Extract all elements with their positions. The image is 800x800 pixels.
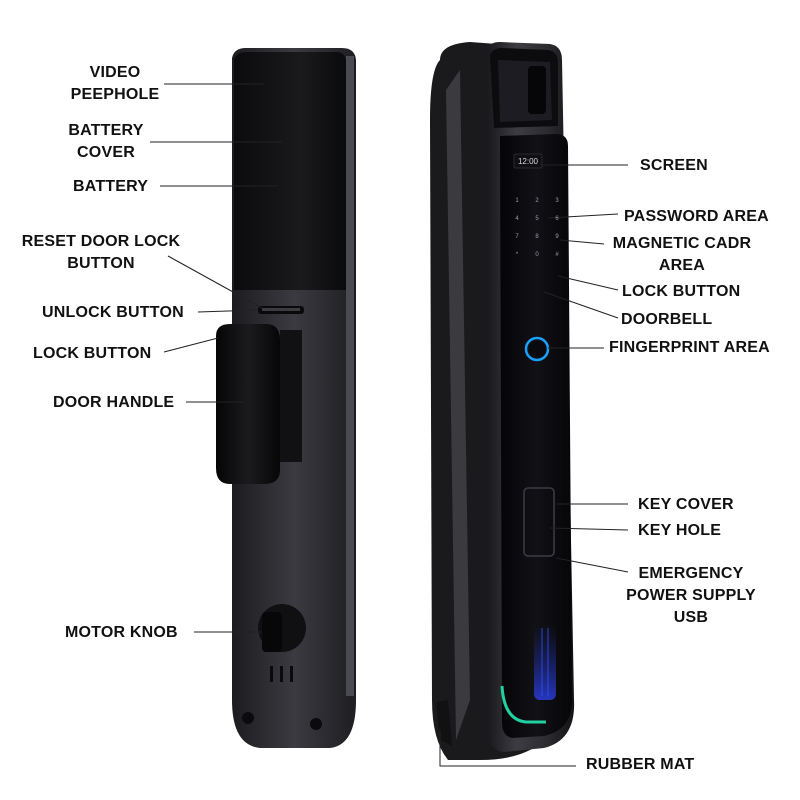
label-magnetic-card-area: MAGNETIC CADR AREA — [612, 235, 752, 274]
usb-glow — [534, 624, 556, 700]
front-panel — [430, 42, 575, 760]
keypad-key-6: 7 — [515, 234, 519, 240]
keypad-key-3: 4 — [515, 216, 519, 222]
label-video-peephole: VIDEO PEEPHOLE — [70, 64, 160, 103]
label-battery-cover: BATTERY COVER — [68, 122, 144, 161]
label-reset-door-lock-button: RESET DOOR LOCK BUTTON — [21, 233, 181, 272]
keypad-key-7: 8 — [535, 234, 539, 240]
keypad-key-11: # — [555, 252, 559, 258]
label-door-handle: DOOR HANDLE — [53, 394, 175, 411]
keypad-key-0: 1 — [515, 198, 519, 204]
label-key-hole: KEY HOLE — [638, 522, 722, 539]
glass-panel — [500, 134, 572, 738]
keypad-key-5: 6 — [555, 216, 559, 222]
label-password-area: PASSWORD AREA — [624, 208, 769, 225]
keypad-key-10: 0 — [535, 252, 539, 258]
label-motor-knob: MOTOR KNOB — [65, 624, 178, 641]
label-fingerprint-area: FINGERPRINT AREA — [609, 339, 770, 356]
green-led-strip — [500, 685, 546, 724]
label-battery: BATTERY — [73, 178, 149, 195]
screen-shape — [513, 153, 543, 169]
keypad-key-2: 3 — [555, 198, 559, 204]
leader-lines — [150, 83, 629, 767]
keypad-key-4: 5 — [535, 216, 539, 222]
label-screen: SCREEN — [640, 157, 708, 174]
motor-knob-shape — [262, 612, 282, 652]
door-handle-shape — [216, 324, 280, 484]
fingerprint-ring — [524, 336, 550, 362]
label-emergency-power-usb: EMERGENCY POWER SUPPLY USB — [626, 565, 756, 626]
screen-time: 12:00 — [517, 157, 539, 166]
label-key-cover: KEY COVER — [638, 496, 734, 513]
key-cover-shape — [523, 487, 555, 557]
label-doorbell: DOORBELL — [621, 311, 713, 328]
keypad-key-8: 9 — [555, 234, 559, 240]
keypad-key-1: 2 — [535, 198, 539, 204]
label-lock-button-right: LOCK BUTTON — [622, 283, 741, 300]
label-rubber-mat: RUBBER MAT — [586, 756, 695, 773]
keypad-key-9: * — [515, 252, 519, 258]
battery-cover-panel — [234, 52, 346, 290]
keypad: 1 2 3 4 5 6 7 8 9 * 0 # — [512, 198, 566, 278]
back-panel — [216, 48, 356, 748]
label-unlock-button: UNLOCK BUTTON — [42, 304, 184, 321]
label-lock-button-left: LOCK BUTTON — [33, 345, 152, 362]
